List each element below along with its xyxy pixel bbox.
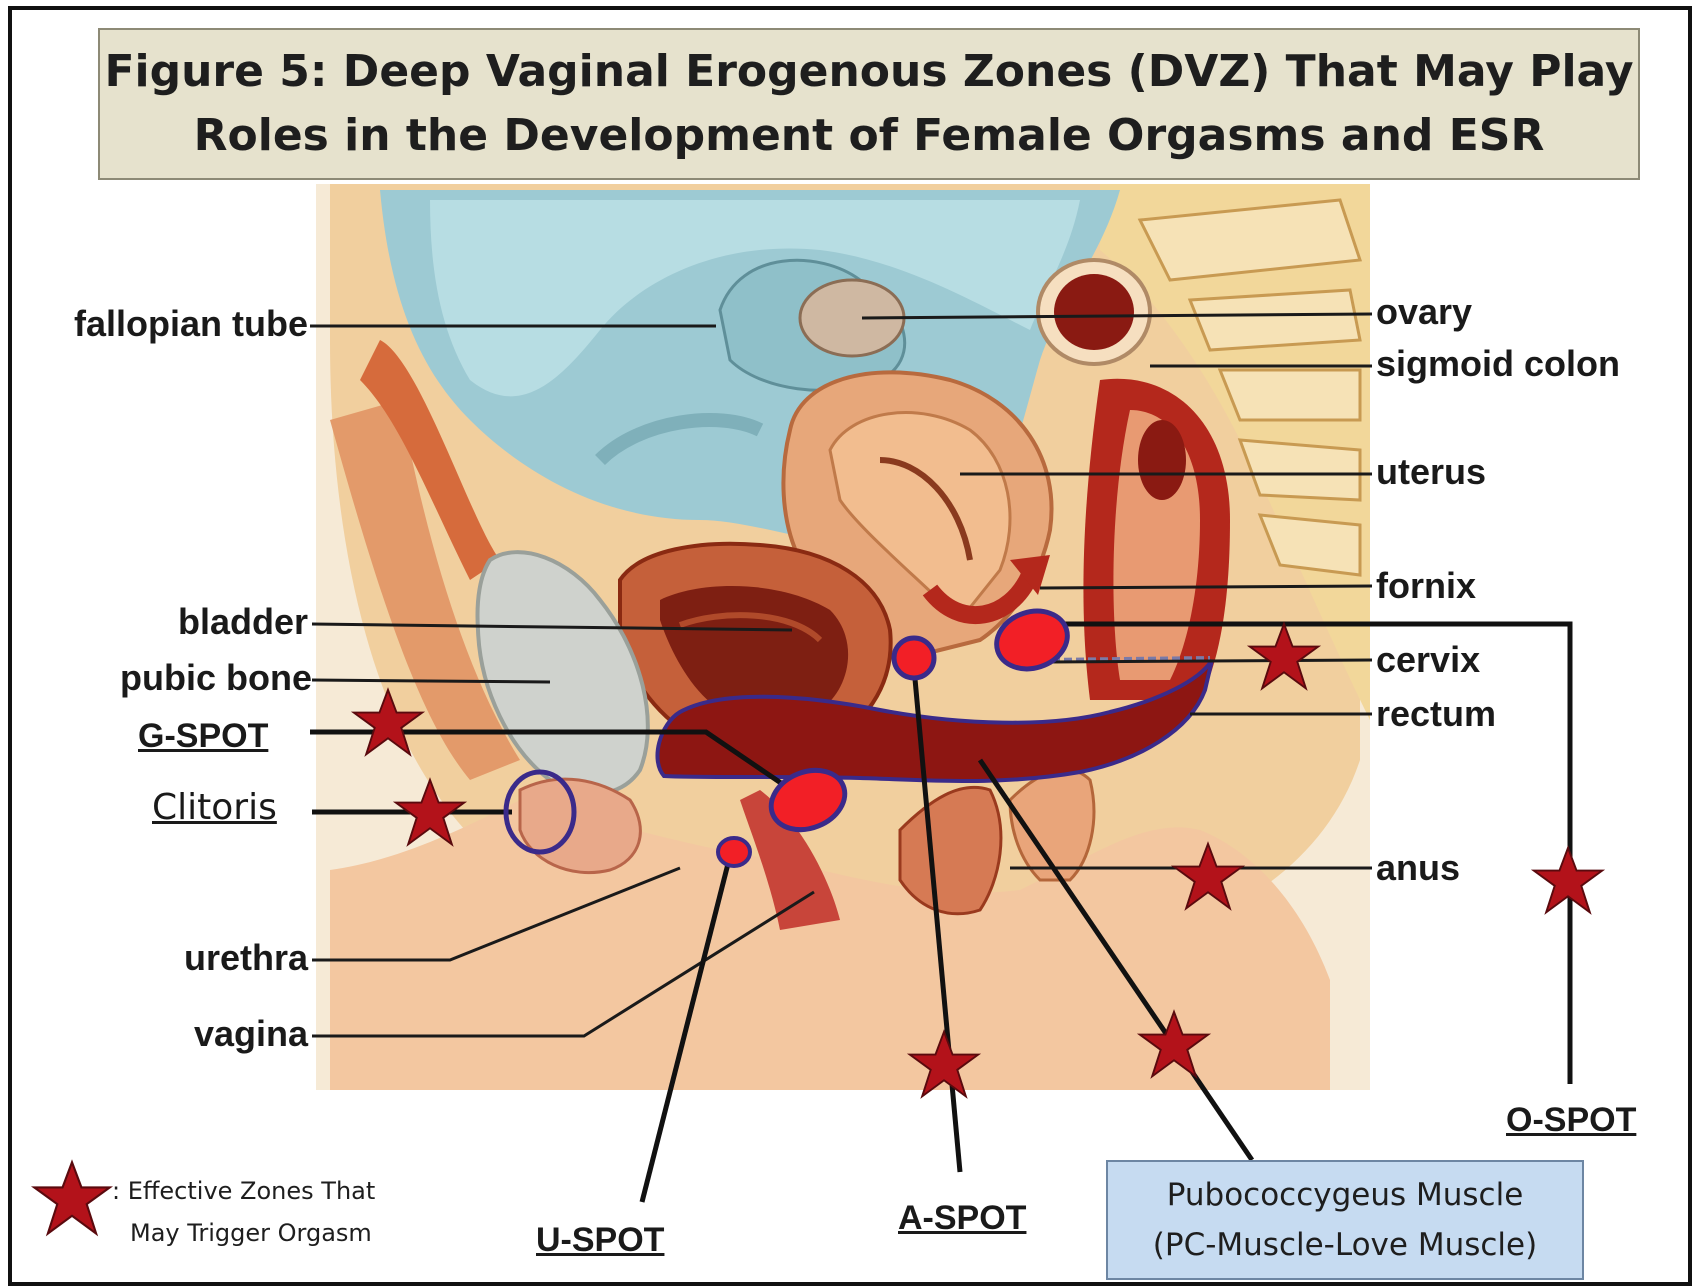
pc-muscle-line-2: (PC-Muscle-Love Muscle)	[1153, 1220, 1537, 1270]
label-rectum: rectum	[1376, 694, 1496, 734]
label-bladder: bladder	[22, 602, 308, 642]
legend-line-2: May Trigger Orgasm	[112, 1212, 375, 1254]
leader-pubic-bone	[312, 680, 550, 682]
legend: : Effective Zones That May Trigger Orgas…	[112, 1170, 375, 1254]
label-clitoris: Clitoris	[152, 788, 277, 828]
leader-fornix	[1040, 586, 1372, 588]
pc-muscle-box: Pubococcygeus Muscle (PC-Muscle-Love Mus…	[1106, 1160, 1584, 1280]
label-urethra: urethra	[22, 938, 308, 978]
leader-cervix	[1050, 660, 1372, 662]
label-pubic-bone: pubic bone	[22, 658, 312, 698]
figure-title-line-2: Roles in the Development of Female Orgas…	[194, 104, 1545, 168]
label-anus: anus	[1376, 848, 1460, 888]
label-fornix: fornix	[1376, 566, 1476, 606]
illustration-background	[316, 184, 1370, 1090]
figure-title-box: Figure 5: Deep Vaginal Erogenous Zones (…	[98, 28, 1640, 180]
label-sigmoid-colon: sigmoid colon	[1376, 344, 1620, 384]
legend-star-icon	[34, 1162, 110, 1233]
label-u-spot: U-SPOT	[536, 1220, 664, 1260]
label-cervix: cervix	[1376, 640, 1480, 680]
label-uterus: uterus	[1376, 452, 1486, 492]
label-g-spot: G-SPOT	[138, 716, 268, 756]
label-a-spot: A-SPOT	[898, 1198, 1026, 1238]
label-o-spot: O-SPOT	[1506, 1100, 1636, 1140]
pc-muscle-line-1: Pubococcygeus Muscle	[1167, 1170, 1524, 1220]
legend-line-1: : Effective Zones That	[112, 1170, 375, 1212]
a-spot-zone	[894, 638, 934, 678]
figure-title-line-1: Figure 5: Deep Vaginal Erogenous Zones (…	[104, 40, 1633, 104]
label-ovary: ovary	[1376, 292, 1472, 332]
label-vagina: vagina	[22, 1014, 308, 1054]
u-spot-zone	[718, 838, 750, 866]
label-fallopian-tube: fallopian tube	[22, 304, 308, 344]
